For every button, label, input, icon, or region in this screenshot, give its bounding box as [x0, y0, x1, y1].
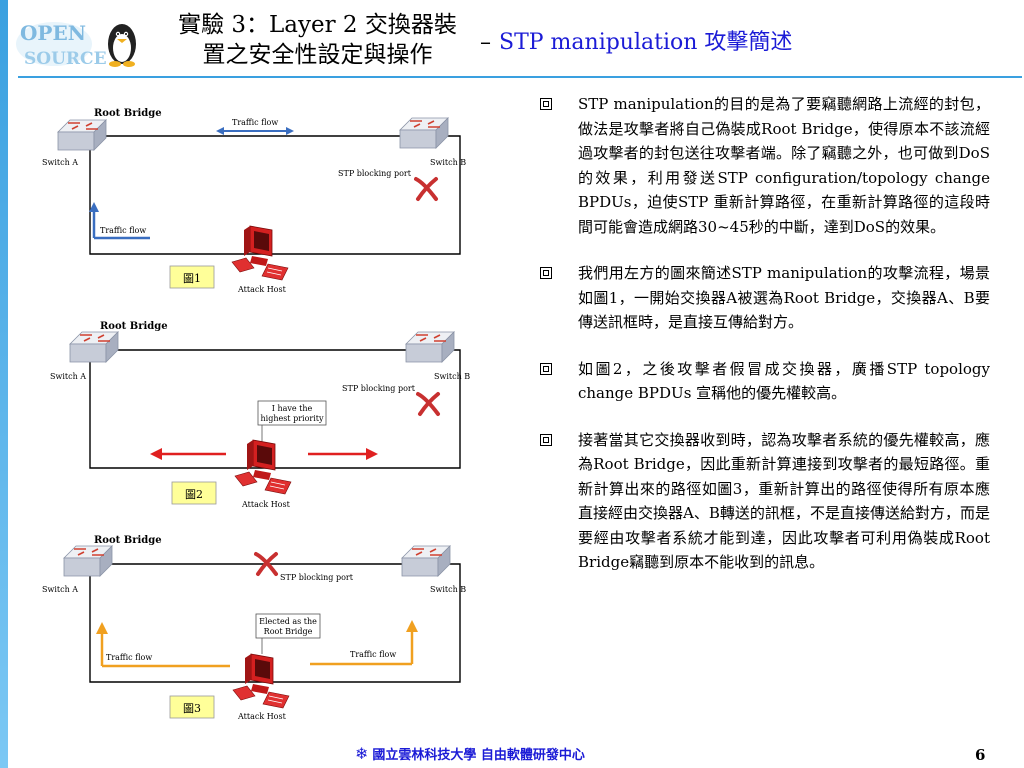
fig1-blocking-port-label: STP blocking port — [338, 169, 412, 178]
bullet-item: 我們用左方的圖來簡述STP manipulation的攻擊流程，場景如圖1，一開… — [540, 261, 990, 335]
switch-icon — [405, 331, 455, 363]
bullet-text: 如圖2，之後攻擊者假冒成交換器，廣播STP topology change BP… — [578, 359, 990, 403]
fig3-root-bridge-label: Root Bridge — [94, 535, 162, 546]
bullet-item: 接著當其它交換器收到時，認為攻擊者系統的優先權較高，應為Root Bridge，… — [540, 428, 990, 575]
title-line-2: 置之安全性設定與操作 — [202, 42, 433, 68]
fig2-callout-line1: I have the — [272, 404, 313, 413]
fig3-blocking-port-label: STP blocking port — [280, 573, 354, 582]
bullet-text: 接著當其它交換器收到時，認為攻擊者系統的優先權較高，應為Root Bridge，… — [578, 430, 990, 572]
fig3-callout-line2: Root Bridge — [264, 627, 313, 636]
switch-icon — [399, 117, 449, 149]
switch-icon — [401, 545, 451, 577]
header-divider — [18, 76, 1022, 78]
blocked-x-icon — [414, 177, 438, 201]
fig2-root-bridge-label: Root Bridge — [100, 321, 168, 332]
figure-2: Root Bridge Switch A Switch B STP blocki… — [50, 321, 470, 509]
fig3-switch-b-label: Switch B — [430, 585, 466, 594]
subtitle-text: STP manipulation 攻擊簡述 — [499, 30, 793, 55]
left-arrow-icon — [150, 448, 226, 460]
snowflake-icon: ❄ — [355, 744, 369, 763]
switch-icon — [69, 331, 119, 363]
footer-org: ❄國立雲林科技大學 自由軟體研發中心 — [355, 744, 585, 763]
right-arrow-icon — [308, 448, 378, 460]
page-title: 實驗 3：Layer 2 交換器裝 置之安全性設定與操作 — [160, 10, 475, 70]
page-number: 6 — [975, 746, 986, 764]
fig2-blocking-port-label: STP blocking port — [342, 384, 416, 393]
open-source-logo: OPEN SOURCE — [16, 21, 136, 69]
fig2-attack-host-label: Attack Host — [241, 500, 291, 509]
title-line-1: 實驗 3：Layer 2 交換器裝 — [178, 12, 457, 38]
fig2-callout-line2: highest priority — [260, 414, 324, 423]
fig1-switch-b-label: Switch B — [430, 158, 466, 167]
fig3-traffic-right-label: Traffic flow — [350, 650, 396, 659]
footer-org-text: 國立雲林科技大學 自由軟體研發中心 — [372, 748, 585, 763]
fig3-traffic-left-label: Traffic flow — [106, 653, 152, 662]
fig1-root-bridge-label: Root Bridge — [94, 108, 162, 119]
bullet-square-icon — [540, 362, 552, 375]
up-arrow-icon — [89, 202, 150, 240]
svg-text:OPEN: OPEN — [20, 21, 86, 45]
fig1-attack-host-label: Attack Host — [237, 285, 287, 294]
left-accent-bar — [0, 0, 8, 768]
fig2-switch-a-label: Switch A — [50, 372, 86, 381]
fig3-switch-a-label: Switch A — [42, 585, 78, 594]
bullet-text: 我們用左方的圖來簡述STP manipulation的攻擊流程，場景如圖1，一開… — [578, 264, 990, 331]
fig2-switch-b-label: Switch B — [434, 372, 470, 381]
orange-up-arrow-icon — [310, 620, 418, 666]
switch-icon — [57, 119, 107, 151]
bullet-item: STP manipulation的目的是為了要竊聽網路上流經的封包，做法是攻擊者… — [540, 92, 990, 239]
bullet-item: 如圖2，之後攻擊者假冒成交換器，廣播STP topology change BP… — [540, 357, 990, 406]
fig1-caption: 圖1 — [183, 272, 201, 285]
page-subtitle: –STP manipulation 攻擊簡述 — [480, 26, 792, 60]
title-dash: – — [480, 30, 491, 55]
fig1-traffic-left-label: Traffic flow — [100, 226, 146, 235]
attack-host-icon — [234, 439, 292, 495]
figure-3: Root Bridge Switch A Switch B STP blocki… — [42, 535, 466, 721]
penguin-icon — [108, 24, 136, 67]
fig2-caption: 圖2 — [185, 488, 203, 501]
attack-host-icon — [231, 225, 289, 281]
fig3-attack-host-label: Attack Host — [237, 712, 287, 721]
svg-text:SOURCE: SOURCE — [24, 49, 107, 69]
fig3-callout-line1: Elected as the — [259, 617, 317, 626]
fig1-switch-a-label: Switch A — [42, 158, 78, 167]
fig1-traffic-top-label: Traffic flow — [232, 118, 278, 127]
attack-host-icon — [232, 653, 290, 709]
bullet-square-icon — [540, 267, 552, 279]
bullet-text: STP manipulation的目的是為了要竊聽網路上流經的封包，做法是攻擊者… — [578, 95, 990, 236]
bullet-square-icon — [540, 98, 552, 110]
double-arrow-icon — [216, 127, 294, 135]
orange-up-arrow-icon — [96, 622, 230, 668]
bullet-square-icon — [540, 433, 552, 446]
fig3-caption: 圖3 — [183, 702, 201, 715]
switch-icon — [63, 545, 113, 577]
stp-diagrams: Root Bridge Switch A Switch B Traffic fl… — [42, 108, 470, 721]
blocked-x-icon — [416, 392, 440, 416]
bullet-list: STP manipulation的目的是為了要竊聽網路上流經的封包，做法是攻擊者… — [540, 92, 990, 597]
figure-1: Root Bridge Switch A Switch B Traffic fl… — [42, 108, 466, 294]
